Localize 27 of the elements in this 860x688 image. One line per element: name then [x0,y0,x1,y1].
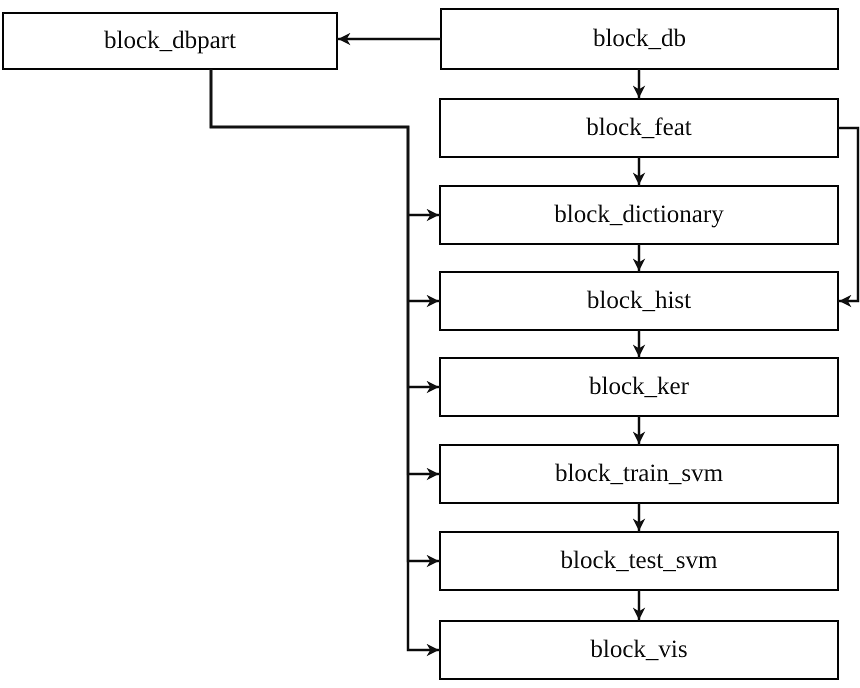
arrow [632,417,646,444]
process-box [439,185,839,245]
arrow [632,504,646,531]
box-label: block_hist [586,287,692,315]
process-box [439,620,839,680]
arrow [632,591,646,620]
process-box [439,531,839,591]
box-label: block_dictionary [554,201,724,229]
box-label: block_ker [589,373,689,401]
box-label: block_vis [590,636,688,664]
process-box [439,98,839,158]
process-box [2,12,338,70]
box-label: block_db [592,25,686,53]
arrow [338,32,440,46]
arrow [632,331,646,357]
box-label: block_feat [586,114,692,142]
box-label: block_test_svm [560,547,718,575]
arrow [839,126,860,308]
process-box [440,8,839,70]
process-box [439,357,839,417]
arrow [632,245,646,271]
box-label: block_train_svm [554,460,724,488]
box-label: block_dbpart [104,27,236,55]
arrow [632,158,646,185]
process-box [439,271,839,331]
arrow [632,70,646,98]
process-box [439,444,839,504]
